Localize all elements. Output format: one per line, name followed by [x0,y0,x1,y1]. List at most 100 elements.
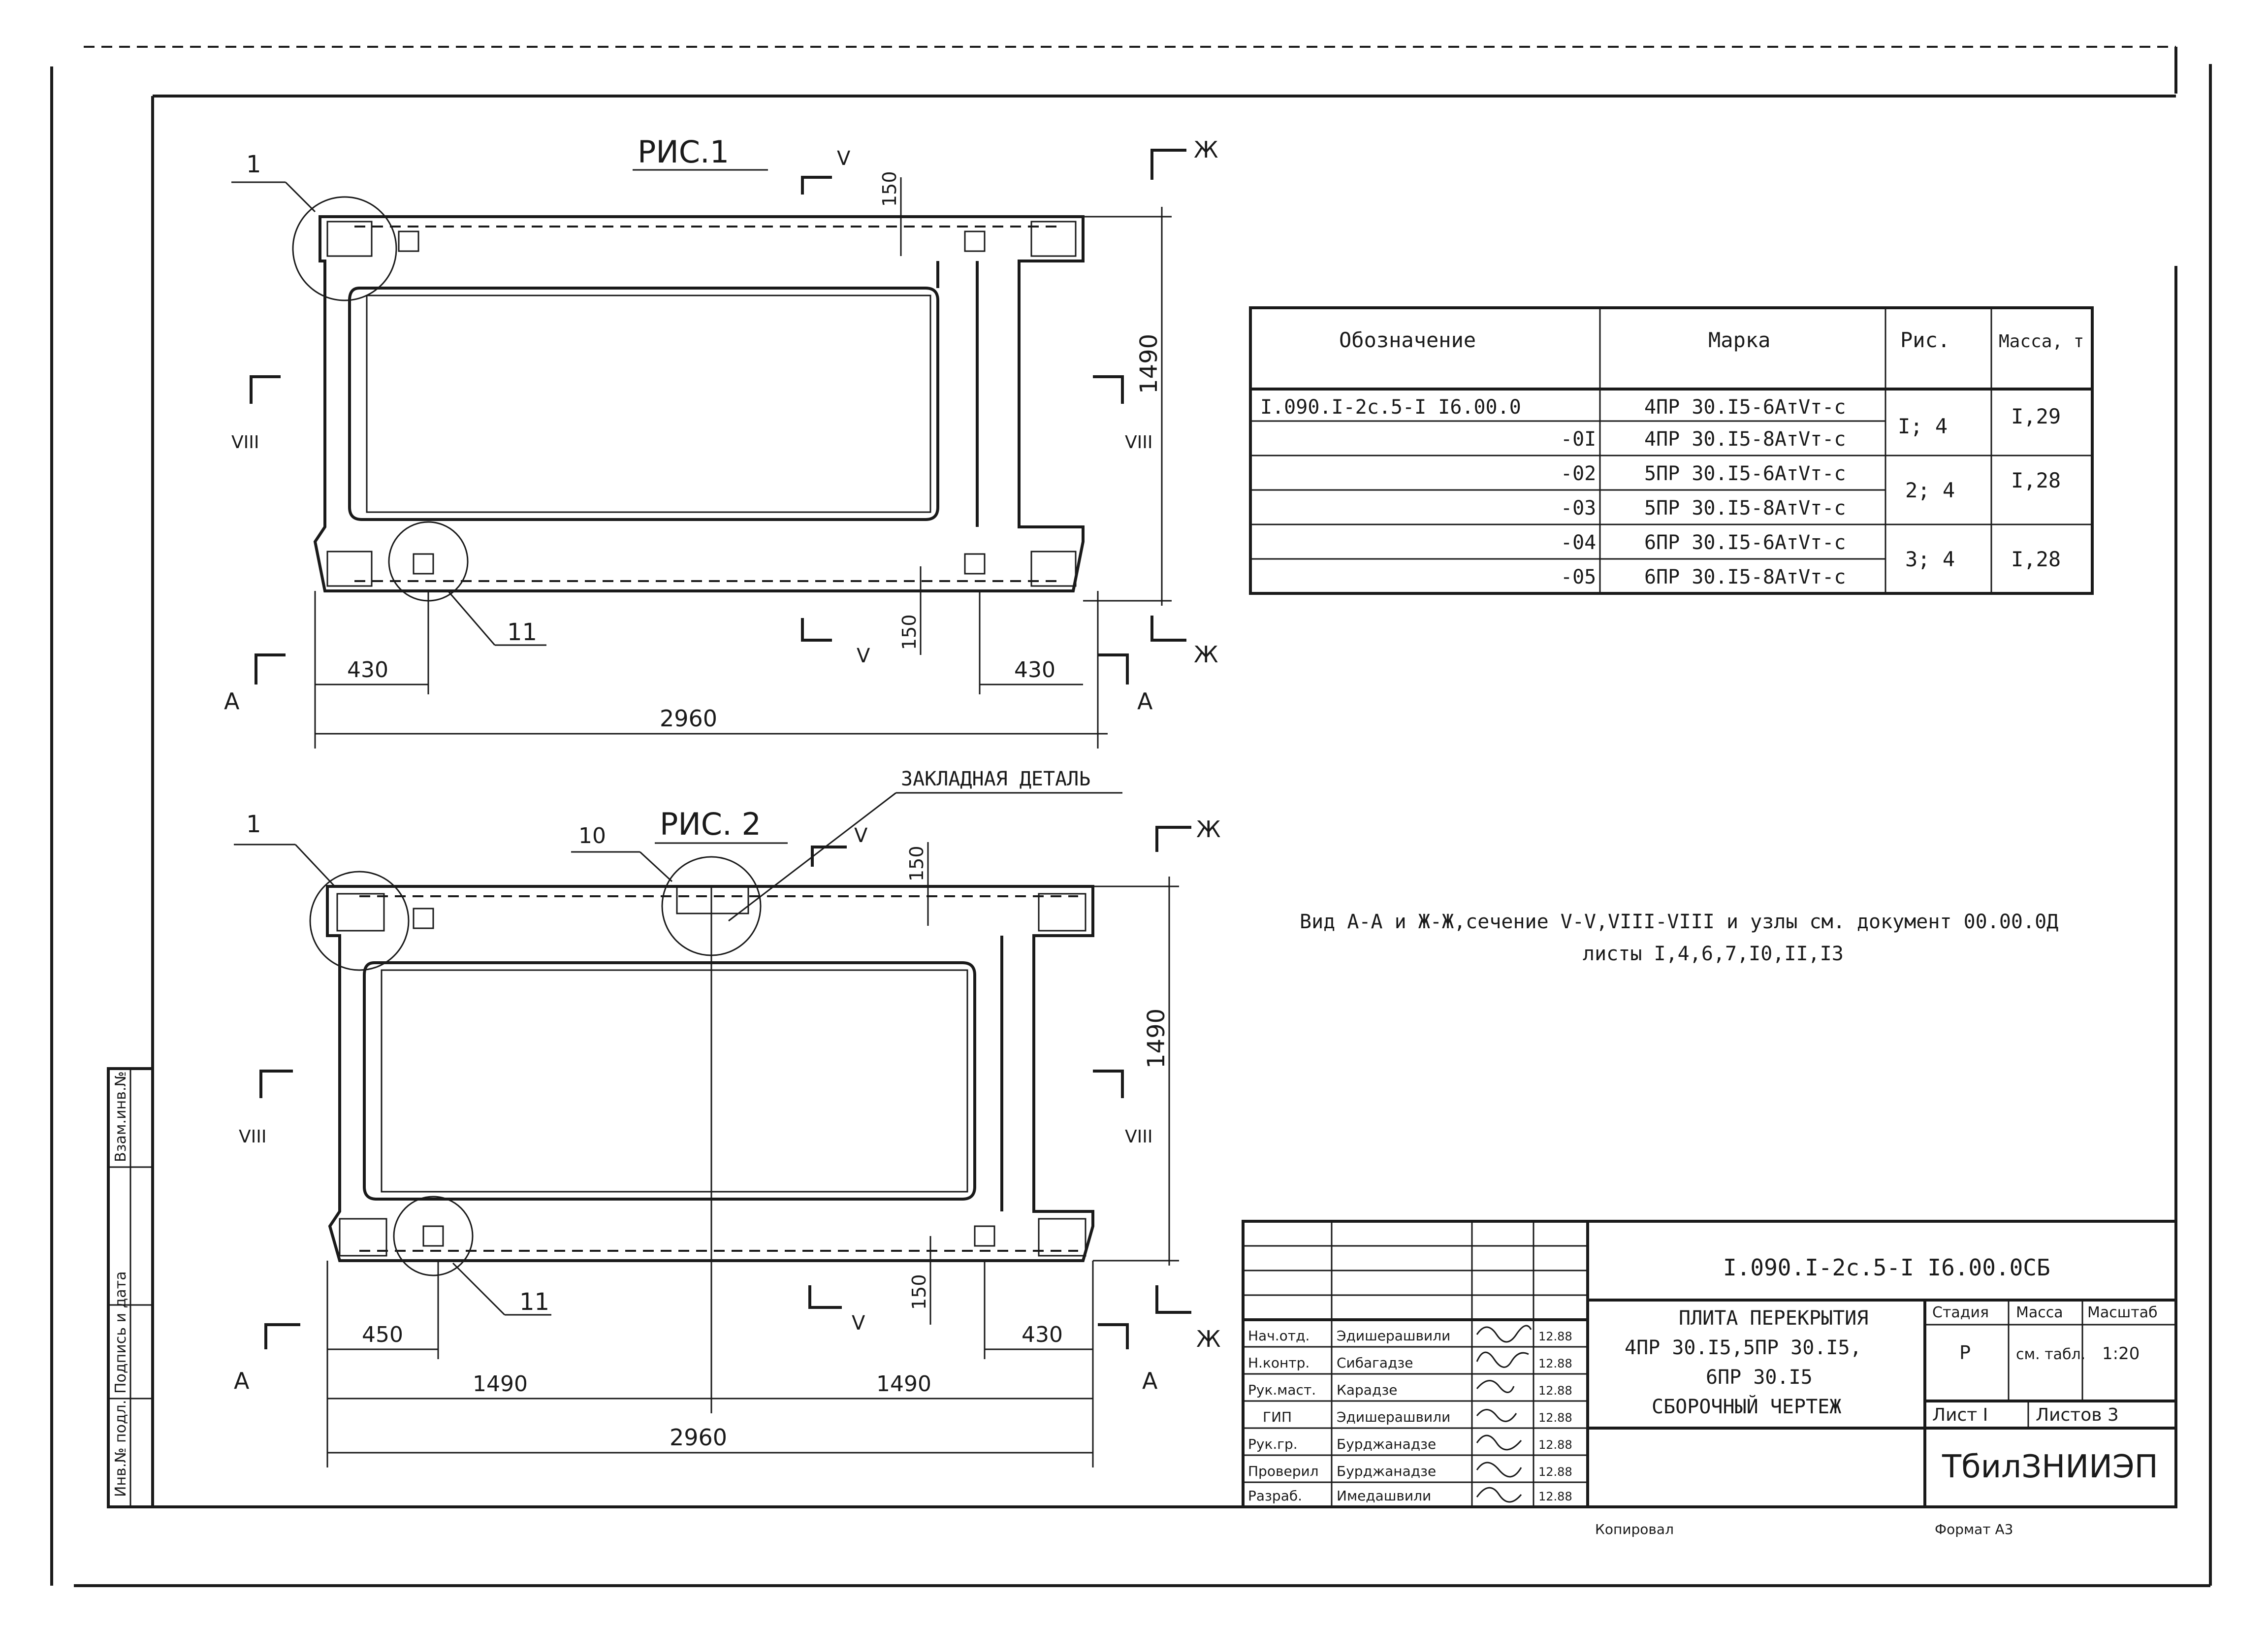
sig-date-5: 12.88 [1538,1465,1572,1479]
spec-row-2-designation: -02 [1561,462,1596,485]
spec-row-0-mark: 4ПР 30.I5-6АтVт-с [1644,396,1846,419]
spec-group-1-fig: 2; 4 [1905,478,1955,502]
title-stage: Р [1959,1342,1971,1364]
side-strip-sign: Подпись и дата [112,1271,129,1394]
sig-date-1: 12.88 [1538,1357,1572,1370]
figure-2: РИС. 2 ЗАКЛАДНАЯ ДЕТАЛЬ 1 10 [234,768,1221,1467]
spec-header-designation: Обозначение [1339,328,1476,352]
side-strip-replace: Взам.инв.№ [112,1071,129,1162]
sig-date-0: 12.88 [1538,1330,1572,1343]
fig1-sec-VIII-left: VIII [231,432,259,453]
title-block: I.090.I-2с.5-I I6.00.0СБ ПЛИТА ПЕРЕКРЫТИ… [1242,1220,2177,1508]
note-line-1: Вид А-А и Ж-Ж,сечение V-V,VIII-VIII и уз… [1300,911,2058,933]
fig2-sec-V-bottom: V [852,1312,865,1335]
fig2-dim-total: 2960 [670,1424,727,1451]
fig1-callout-11: 11 [507,619,537,646]
note-line-2: листы I,4,6,7,I0,II,I3 [1583,943,1844,965]
fig1-sec-Zh-bottom: Ж [1194,641,1218,668]
sig-name-0: Эдишерашвили [1337,1328,1450,1344]
sig-role-0: Нач.отд. [1248,1328,1310,1344]
spec-row-4-mark: 6ПР 30.I5-6АтVт-с [1644,531,1846,554]
fig1-sec-V-bottom: V [857,645,870,667]
fig1-sec-A-right: А [1137,688,1153,715]
title-stage-label: Стадия [1932,1304,1989,1321]
title-sheet: Лист I [1932,1405,1988,1425]
spec-header-mass: Масса, т [1999,331,2084,352]
fig2-title: РИС. 2 [660,806,761,842]
fig1-callout-1: 1 [246,151,261,178]
fig1-dim-right: 430 [1014,657,1055,683]
fig1-dim-150-bottom: 150 [898,614,920,650]
spec-row-4-designation: -04 [1561,531,1596,554]
title-scale: 1:20 [2102,1344,2140,1364]
spec-group-0-fig: I; 4 [1898,414,1948,438]
fig1-dim-left: 430 [347,657,388,683]
sig-name-1: Сибагадзе [1337,1355,1413,1371]
spec-header-mark: Марка [1708,328,1770,352]
footer-copied: Копировал [1595,1521,1674,1537]
fig1-dim-150-top: 150 [879,171,900,207]
spec-row-2-mark: 5ПР 30.I5-6АтVт-с [1644,462,1846,485]
title-product-1: ПЛИТА ПЕРЕКРЫТИЯ [1679,1307,1868,1330]
spec-row-1-mark: 4ПР 30.I5-8АтVт-с [1644,428,1846,451]
title-scale-label: Масштаб [2087,1304,2158,1321]
spec-group-1-mass: I,28 [2011,468,2061,492]
sig-role-1: Н.контр. [1248,1355,1310,1371]
fig1-dim-height: 1490 [1135,334,1163,394]
fig2-callout-11: 11 [519,1288,549,1316]
side-strip: Инв.№ подл. Подпись и дата Взам.инв.№ [107,1067,154,1508]
fig2-dim-150-top: 150 [906,846,927,881]
spec-header-fig: Рис. [1900,328,1950,352]
fig1-sec-V-top: V [837,147,851,170]
spec-row-5-designation: -05 [1561,566,1596,588]
sig-date-4: 12.88 [1538,1438,1572,1452]
spec-row-1-designation: -0I [1561,428,1596,451]
fig2-sec-A-right: А [1142,1368,1158,1394]
fig2-dim-half-right: 1490 [876,1371,931,1397]
sig-role-2: Рук.маст. [1248,1382,1316,1398]
title-sheets: Листов 3 [2036,1405,2119,1425]
fig2-dim-left: 450 [362,1322,403,1347]
fig2-callout-1: 1 [246,811,261,838]
title-code: I.090.I-2с.5-I I6.00.0СБ [1723,1254,2050,1281]
fig2-sec-Zh-top: Ж [1196,816,1221,843]
fig1-slab-outline [313,215,1085,592]
fig1-sec-VIII-right: VIII [1125,432,1152,453]
sig-name-2: Карадзе [1337,1382,1397,1398]
fig2-sec-A-left: А [234,1368,250,1394]
fig2-callout-10: 10 [578,823,606,848]
sig-name-4: Бурджанадзе [1337,1436,1436,1452]
figure-1: РИС.1 1 11 1490 [224,134,1218,749]
sig-name-5: Бурджанадзе [1337,1463,1436,1479]
fig2-slab-outline [326,885,1094,1262]
fig2-embedded-label: ЗАКЛАДНАЯ ДЕТАЛЬ [901,768,1090,790]
spec-group-2-fig: 3; 4 [1905,547,1955,571]
sig-role-5: Проверил [1248,1463,1319,1479]
title-org: ТбилЗНИИЭП [1942,1449,2158,1485]
fig2-sec-Zh-bottom: Ж [1196,1326,1221,1352]
fig2-dim-right: 430 [1022,1322,1063,1347]
fig2-dim-height: 1490 [1143,1009,1170,1069]
handwritten-signatures [1476,1325,1532,1503]
fig1-dim-total: 2960 [660,705,717,732]
fig2-dim-half-left: 1490 [473,1371,528,1397]
sheet-border [50,46,2212,1587]
fig2-sec-VIII-right: VIII [1125,1127,1152,1147]
fig1-title: РИС.1 [638,134,729,170]
spec-row-3-designation: -03 [1561,497,1596,520]
sig-date-2: 12.88 [1538,1384,1572,1398]
footer-format: Формат А3 [1935,1521,2013,1537]
reference-note: Вид А-А и Ж-Ж,сечение V-V,VIII-VIII и уз… [1300,911,2058,965]
title-mass-label: Масса [2016,1304,2063,1321]
fig2-dim-150-bottom: 150 [908,1274,930,1310]
title-product-3: 6ПР 30.I5 [1706,1366,1813,1389]
spec-row-5-mark: 6ПР 30.I5-8АтVт-с [1644,566,1846,588]
spec-row-0-designation: I.090.I-2с.5-I I6.00.0 [1260,396,1521,419]
fig2-sec-VIII-left: VIII [239,1127,266,1147]
sig-date-6: 12.88 [1538,1490,1572,1503]
sig-role-6: Разраб. [1248,1488,1302,1504]
spec-row-3-mark: 5ПР 30.I5-8АтVт-с [1644,497,1846,520]
title-product-4: СБОРОЧНЫЙ ЧЕРТЕЖ [1652,1395,1841,1418]
sig-name-3: Эдишерашвили [1337,1409,1450,1425]
